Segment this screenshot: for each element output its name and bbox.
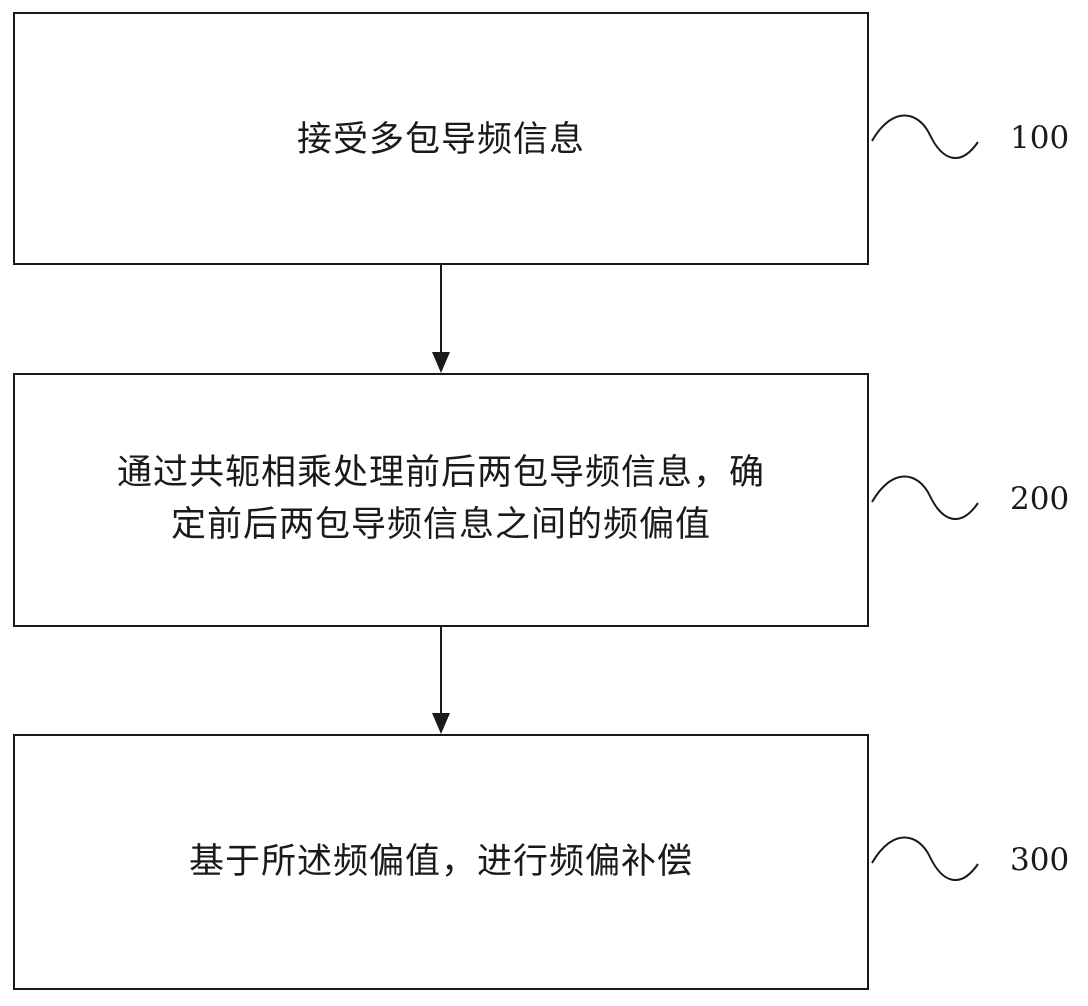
ref-label-300: 300 (1010, 842, 1070, 878)
ref-label-200: 200 (1010, 481, 1070, 517)
step-text-200: 通过共轭相乘处理前后两包导频信息，确 定前后两包导频信息之间的频偏值 (116, 453, 765, 545)
step-box-100: 接受多包导频信息 (13, 12, 869, 265)
leader-tilde-200 (871, 475, 979, 521)
step-text-100: 接受多包导频信息 (296, 119, 585, 160)
arrow-100-to-200 (432, 265, 450, 373)
arrowhead-icon (432, 352, 450, 373)
step-box-300: 基于所述频偏值，进行频偏补偿 (13, 734, 869, 990)
leader-tilde-100 (871, 114, 979, 160)
ref-label-100: 100 (1010, 120, 1070, 156)
step-box-200: 通过共轭相乘处理前后两包导频信息，确 定前后两包导频信息之间的频偏值 (13, 373, 869, 627)
arrow-200-to-300 (432, 627, 450, 734)
step-text-300: 基于所述频偏值，进行频偏补偿 (188, 842, 693, 882)
arrowhead-icon (432, 713, 450, 734)
leader-tilde-300 (871, 836, 979, 882)
